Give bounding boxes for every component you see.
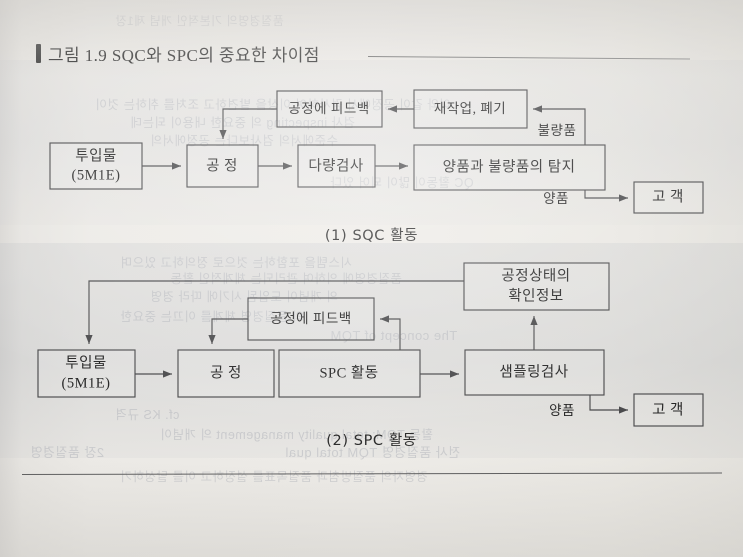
node-customer-sqc-label: 고 객 xyxy=(652,188,684,205)
node-input-sqc-line1: 투입물 xyxy=(75,147,117,164)
node-feedback-spc-label: 공정에 피드백 xyxy=(270,311,351,326)
caption-sqc: (1) SQC 활동 xyxy=(324,228,419,244)
node-detection-sqc-label: 양품과 불량품의 탐지 xyxy=(443,158,576,175)
edge-feedback-to-process-spc xyxy=(208,318,248,344)
diagram-spc: 투입물 (5M1E) 공 정 SPC 활동 샘플링검사 공정에 피드백 공정상태… xyxy=(37,262,704,427)
node-process-sqc-label: 공 정 xyxy=(206,157,238,174)
caption-spc: (2) SPC 활동 xyxy=(326,433,417,449)
node-input-sqc-line2: (5M1E) xyxy=(72,167,121,183)
node-status-spc-line1: 공정상태의 xyxy=(501,267,570,284)
node-rework-sqc-label: 재작업, 폐기 xyxy=(434,101,506,116)
edge-label-good-spc: 양품 xyxy=(549,403,575,418)
diagram-sqc: 투입물 (5M1E) 공 정 다량검사 양품과 불량품의 탐지 공정에 피드백 … xyxy=(49,89,704,214)
edge-detection-to-customer-sqc xyxy=(584,190,628,202)
node-status-spc-line2: 확인정보 xyxy=(508,287,563,304)
node-customer-spc-label: 고 객 xyxy=(652,401,684,418)
node-input-spc-line1: 투입물 xyxy=(65,354,107,371)
edge-spcactivity-to-feedback-spc xyxy=(380,315,401,350)
node-spc-activity-label: SPC 활동 xyxy=(319,364,378,381)
edge-label-defective-sqc: 불량품 xyxy=(538,123,577,138)
node-input-spc-line2: (5M1E) xyxy=(62,375,111,391)
node-sampling-spc-label: 샘플링검사 xyxy=(499,363,568,380)
edge-sampling-to-customer-spc xyxy=(589,395,628,414)
node-inspection-sqc-label: 다량검사 xyxy=(308,157,363,174)
node-feedback-sqc-label: 공정에 피드백 xyxy=(288,101,369,116)
node-process-spc-label: 공 정 xyxy=(210,364,242,381)
edge-label-good-sqc: 양품 xyxy=(543,191,569,206)
edge-feedback-to-process-sqc xyxy=(219,108,277,139)
